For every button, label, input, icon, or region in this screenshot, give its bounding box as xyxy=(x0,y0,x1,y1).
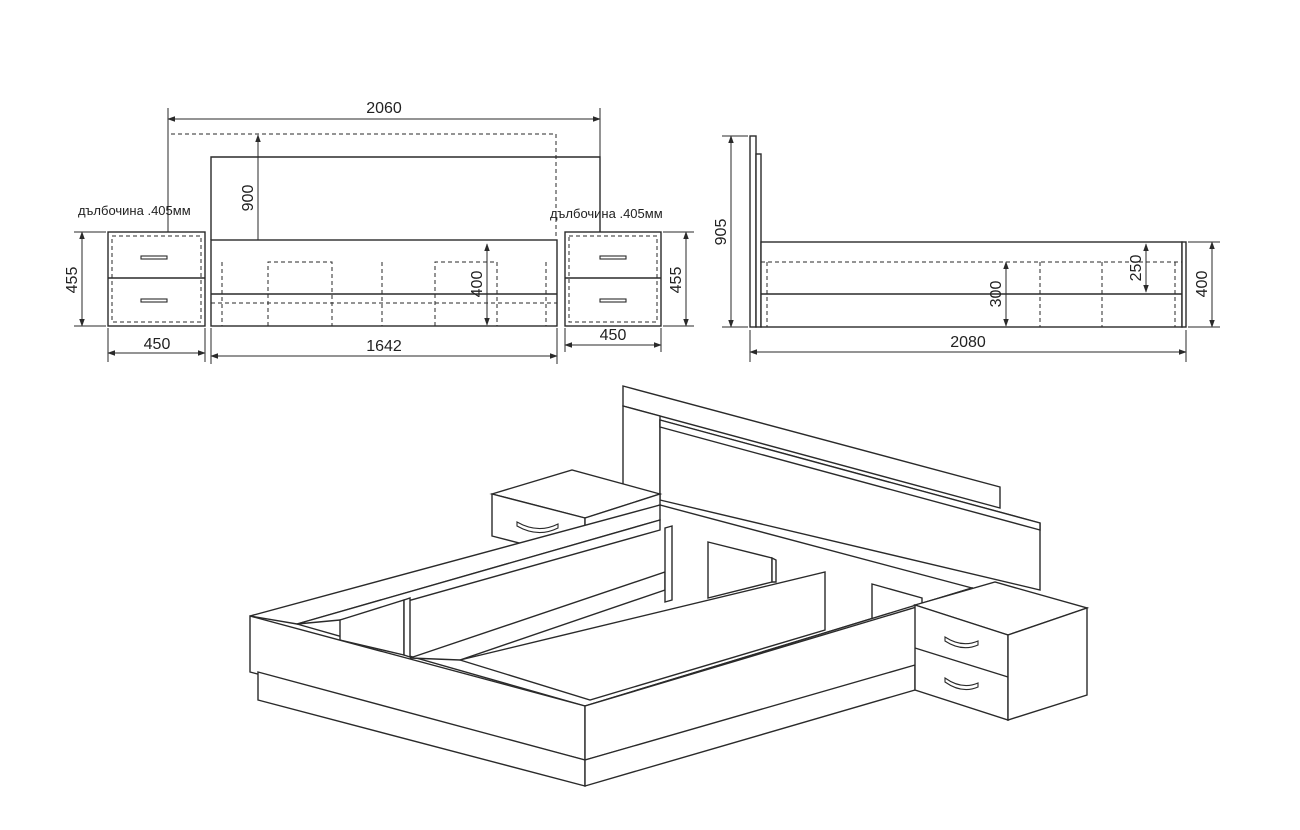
right-nightstand-height: 455 xyxy=(668,267,685,294)
left-depth-note: дълбочина .405мм xyxy=(78,203,191,218)
right-nightstand-width: 450 xyxy=(600,327,627,344)
dim-frame-height: 400 xyxy=(469,271,486,298)
right-nightstand: дълбочина .405мм 455 450 xyxy=(550,206,694,352)
side-bed-length: 2080 xyxy=(950,334,986,351)
dim-headboard-height: 900 xyxy=(240,185,257,212)
side-base-height: 300 xyxy=(988,281,1005,308)
side-view: 905 300 250 400 2080 xyxy=(713,135,1220,362)
bed-frame-front xyxy=(210,239,558,327)
drawer-handle xyxy=(140,255,168,260)
bed-frame-iso xyxy=(249,504,975,787)
left-nightstand-width: 450 xyxy=(144,336,171,353)
left-nightstand: дълбочина .405мм 455 450 xyxy=(64,203,206,362)
front-view: 2060 900 400 1642 дълбочина .405мм xyxy=(64,100,694,364)
right-nightstand-iso xyxy=(912,581,1090,721)
side-total-height: 905 xyxy=(713,219,730,246)
drawer-handle xyxy=(140,298,168,303)
side-mattress-height: 250 xyxy=(1128,255,1145,282)
drawer-handle xyxy=(599,255,627,260)
bed-frame-side xyxy=(760,241,1183,328)
isometric-view xyxy=(249,385,1090,787)
left-nightstand-height: 455 xyxy=(64,267,81,294)
headboard-side xyxy=(749,135,757,328)
side-frame-height: 400 xyxy=(1194,271,1211,298)
headboard-front xyxy=(210,156,601,240)
drawer-handle xyxy=(599,298,627,303)
right-depth-note: дълбочина .405мм xyxy=(550,206,663,221)
dim-overall-width: 2060 xyxy=(366,100,402,117)
dim-bed-width: 1642 xyxy=(366,338,402,355)
